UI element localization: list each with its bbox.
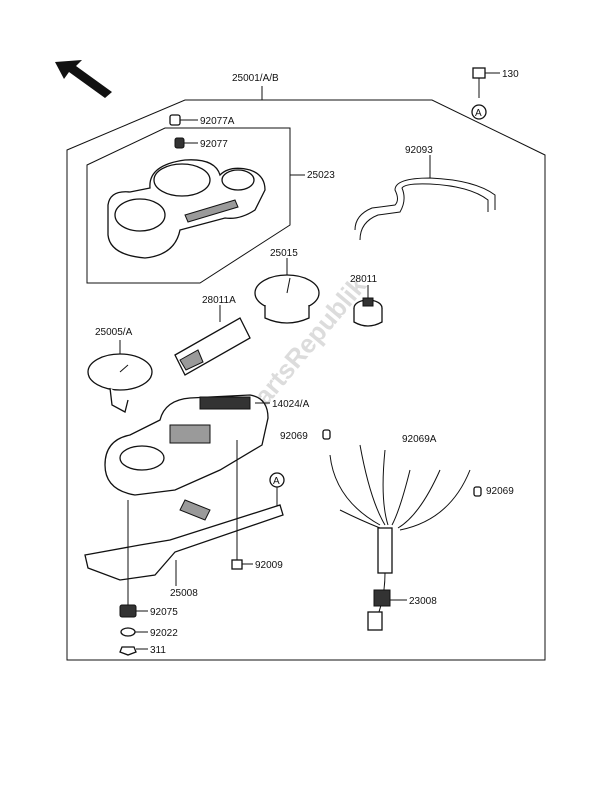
- damper-92075: [119, 604, 148, 618]
- label-14024-a: 14024/A: [272, 399, 310, 410]
- label-130: 130: [502, 69, 519, 80]
- assembly-boundary: [66, 99, 546, 661]
- label-92022: 92022: [150, 628, 178, 639]
- bolt-130: [471, 67, 500, 120]
- bracket-92093: [354, 155, 496, 241]
- lower-case-14024a: [104, 394, 270, 496]
- label-25008: 25008: [170, 588, 198, 599]
- bracket-25008: [84, 499, 284, 586]
- label-92069-right: 92069: [486, 486, 514, 497]
- socket-28011: [353, 285, 383, 327]
- cap-92077: [174, 137, 198, 149]
- housing-boundary: [86, 127, 291, 284]
- tachometer-25015: [254, 258, 320, 324]
- label-25015: 25015: [270, 248, 298, 259]
- label-28011: 28011: [350, 274, 378, 285]
- label-311: 311: [150, 645, 166, 656]
- label-92009: 92009: [255, 560, 283, 571]
- nut-311: [119, 646, 148, 656]
- grommet-92069-right: [473, 486, 482, 497]
- speedometer-25005a: [87, 340, 153, 413]
- grommet-92069-left: [322, 429, 331, 440]
- label-23008: 23008: [409, 596, 437, 607]
- ref-a-mid-label: A: [273, 476, 280, 487]
- cap-92077a: [169, 114, 198, 126]
- label-25001-a-b: 25001/A/B: [232, 73, 279, 84]
- label-28011a: 28011A: [202, 295, 236, 306]
- label-92069a: 92069A: [402, 434, 437, 445]
- front-direction-arrow: [55, 60, 112, 98]
- wire-harness-23008: [329, 444, 471, 631]
- label-92093: 92093: [405, 145, 433, 156]
- label-92077: 92077: [200, 139, 228, 150]
- label-92069-left: 92069: [280, 431, 308, 442]
- label-92077a: 92077A: [200, 116, 235, 127]
- label-25023: 25023: [307, 170, 335, 181]
- screw-92009: [231, 440, 253, 570]
- label-25005-a: 25005/A: [95, 327, 133, 338]
- label-92075: 92075: [150, 607, 178, 618]
- upper-meter-housing: [107, 159, 266, 259]
- socket-28011a: [174, 305, 251, 376]
- washer-92022: [120, 627, 148, 637]
- ref-a-top: A: [475, 108, 482, 119]
- ref-a-mid: [269, 472, 285, 508]
